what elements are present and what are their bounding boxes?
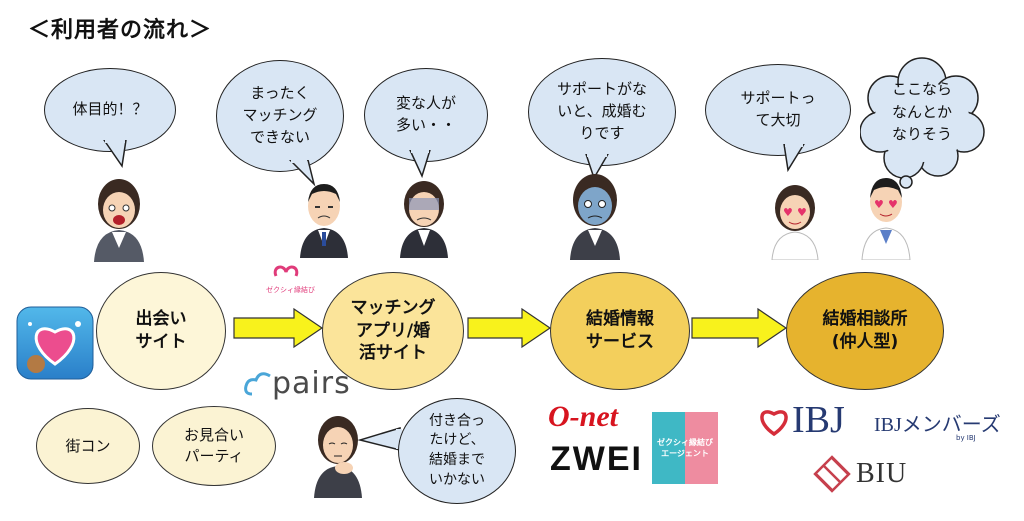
stage-label: マッチング アプリ/婚 活サイト <box>350 297 436 364</box>
speech-bubble-text: 変な人が 多い・・ <box>395 94 456 134</box>
zexy-agent-label: ゼクシィ縁結び エージェント <box>657 437 713 458</box>
speech-bubble-5: サポートっ て大切 <box>705 64 851 156</box>
thought-cloud-text: ここなら なんとか なりそう <box>891 80 952 143</box>
pairs-cloud-icon <box>244 372 271 396</box>
speech-bubble-3: 変な人が 多い・・ <box>364 68 488 162</box>
speech-bubble-7: 付き合っ たけど、 結婚まで いかない <box>398 398 516 504</box>
svg-text:♥: ♥ <box>797 206 807 219</box>
woman-heart-eyes-icon: ♥ ♥ <box>771 185 819 260</box>
zexy-small-logo: ゼクシィ縁結び <box>266 286 315 294</box>
woman-shocked-icon <box>94 179 144 262</box>
machikon-circle: 街コン <box>36 408 140 484</box>
speech-bubble-text: 付き合っ たけど、 結婚まで いかない <box>429 412 485 488</box>
bubble-tail-icon <box>585 154 609 180</box>
ibj-members-logo: IBJメンバーズ <box>874 414 1001 436</box>
stage-deai-site: 出会い サイト <box>96 272 226 390</box>
bubble-tail-icon <box>288 160 316 187</box>
stage-label: 結婚相談所 (仲人型) <box>822 309 908 352</box>
arrow-right-icon <box>233 307 324 349</box>
ibj-logo: IBJ <box>792 399 845 441</box>
stage-label: 結婚情報 サービス <box>586 309 654 352</box>
biu-logo: BIU <box>856 458 908 489</box>
thought-cloud-icon <box>860 57 985 195</box>
woman-gloomy-icon <box>570 174 620 260</box>
woman-thinking-icon <box>314 416 362 498</box>
zexy-agent-logo: ゼクシィ縁結び エージェント <box>652 412 718 484</box>
dating-app-icon <box>16 306 94 380</box>
zexy-logo-icon <box>273 265 299 277</box>
speech-bubble-2: まったく マッチング できない <box>216 60 344 172</box>
machikon-label: 街コン <box>65 436 111 455</box>
man-troubled-icon <box>300 184 348 258</box>
stage-marriage-info-service: 結婚情報 サービス <box>550 272 690 390</box>
biu-diamond-icon <box>813 455 851 493</box>
bubble-tail-icon <box>358 426 402 451</box>
bubble-tail-icon <box>103 140 127 168</box>
svg-text:♥: ♥ <box>783 206 793 219</box>
pairs-logo: pairs <box>272 366 351 401</box>
svg-text:♥: ♥ <box>888 198 898 211</box>
svg-text:♥: ♥ <box>874 198 884 211</box>
woman-worried-icon <box>400 181 448 258</box>
page-title: ＜利用者の流れ＞ <box>28 18 213 43</box>
speech-bubble-text: まったく マッチング できない <box>242 84 318 146</box>
arrow-right-icon <box>691 307 788 349</box>
speech-bubble-1: 体目的！？ <box>44 68 176 152</box>
omiai-party-label: お見合い パーティ <box>183 426 244 465</box>
zwei-logo: ZWEI <box>550 440 643 478</box>
ibj-heart-icon <box>760 410 788 437</box>
stage-label: 出会い サイト <box>135 309 187 352</box>
doctor-heart-eyes-icon: ♥ ♥ <box>861 178 911 260</box>
bubble-tail-icon <box>409 150 431 179</box>
speech-bubble-text: サポートっ て大切 <box>740 89 816 129</box>
bubble-tail-icon <box>783 144 805 172</box>
speech-bubble-4: サポートがな いと、成婚む りです <box>528 58 676 166</box>
stage-matching-app: マッチング アプリ/婚 活サイト <box>322 272 464 390</box>
speech-bubble-text: サポートがな いと、成婚む りです <box>556 80 647 142</box>
ibj-members-sub: by IBJ <box>956 434 976 442</box>
arrow-right-icon <box>467 307 552 349</box>
onet-logo: O-net <box>548 400 618 433</box>
omiai-party-circle: お見合い パーティ <box>152 406 276 486</box>
speech-bubble-text: 体目的！？ <box>72 100 148 119</box>
stage-marriage-agency: 結婚相談所 (仲人型) <box>786 272 944 390</box>
